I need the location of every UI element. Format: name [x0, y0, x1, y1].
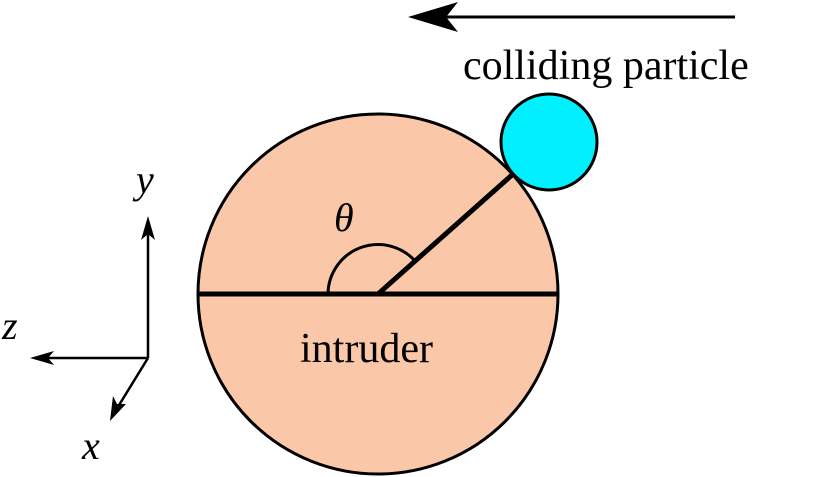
x-axis-arrowhead: [110, 396, 126, 421]
x-axis-label: x: [81, 423, 100, 468]
colliding-particle-label: colliding particle: [463, 43, 749, 89]
coordinate-axes: [30, 216, 155, 421]
incoming-arrowhead: [408, 2, 458, 32]
intruder-label: intruder: [300, 326, 433, 372]
z-axis-label: z: [1, 303, 18, 348]
z-axis-arrowhead: [30, 351, 54, 365]
theta-label: θ: [334, 195, 354, 240]
y-axis-arrowhead: [141, 216, 155, 240]
y-axis-label: y: [132, 157, 154, 202]
incoming-direction-arrow: [408, 2, 735, 32]
theta-angle-arc: [326, 243, 418, 295]
x-axis: [114, 357, 150, 411]
colliding-particle: [499, 92, 599, 192]
